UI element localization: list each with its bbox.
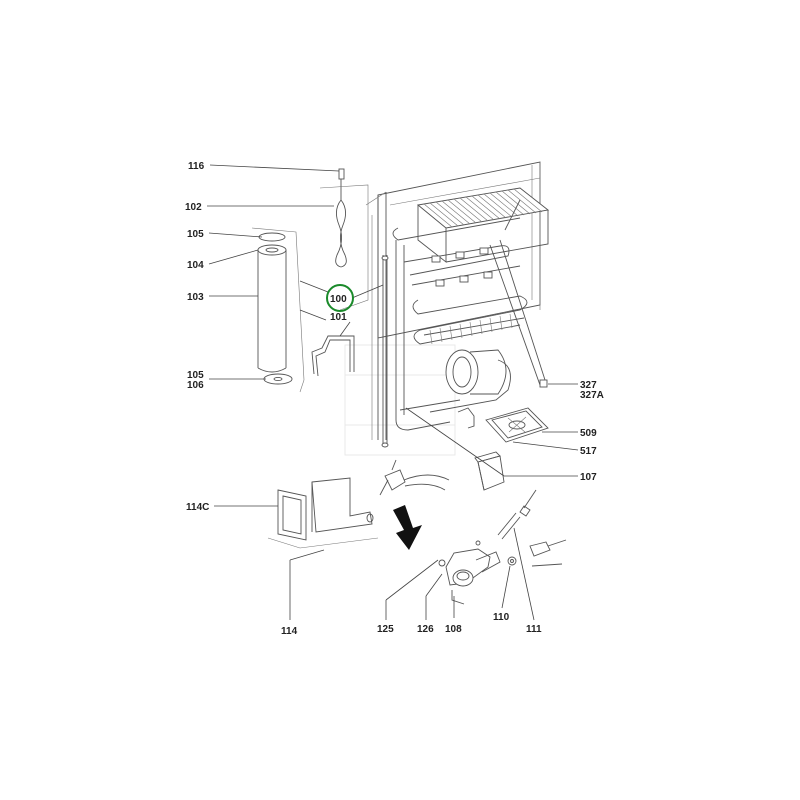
callout-labels: 116 102 105 104 103 100 101 105 106 327 …	[185, 161, 604, 637]
label-116: 116	[188, 161, 205, 172]
leader-lines	[207, 164, 579, 621]
label-107: 107	[580, 472, 597, 483]
label-327: 327	[580, 380, 597, 391]
condenser-fins	[416, 187, 550, 263]
heat-shield-114c	[267, 477, 379, 549]
watermark	[344, 344, 456, 456]
label-108: 108	[445, 624, 462, 635]
label-509: 509	[580, 428, 597, 439]
label-102: 102	[185, 202, 202, 213]
flue-cylinder	[251, 227, 305, 393]
cooling-unit-frame	[365, 161, 541, 440]
flue-pipe-101	[311, 335, 355, 377]
label-106: 106	[187, 380, 204, 391]
label-125: 125	[377, 624, 394, 635]
label-126: 126	[417, 624, 434, 635]
label-100: 100	[330, 294, 347, 305]
label-327a: 327A	[580, 390, 604, 401]
clip-327	[539, 379, 548, 388]
drip-tray	[485, 407, 549, 443]
tube-100	[381, 255, 389, 448]
label-105-top: 105	[187, 229, 204, 240]
label-110: 110	[493, 612, 510, 623]
label-114: 114	[281, 626, 298, 637]
absorber-coils	[392, 199, 546, 431]
label-517: 517	[580, 446, 597, 457]
burner-lower	[438, 489, 567, 605]
bracket	[457, 407, 475, 429]
label-105-bottom: 105	[187, 370, 204, 381]
burner-upper	[379, 459, 450, 496]
label-111: 111	[526, 624, 542, 635]
cover-107	[474, 451, 505, 491]
label-103: 103	[187, 292, 204, 303]
highlight-circle-100	[326, 284, 354, 312]
boiler-drum	[399, 349, 511, 413]
label-104: 104	[187, 260, 204, 271]
label-101: 101	[330, 312, 347, 323]
label-114c: 114C	[186, 502, 209, 513]
direction-arrow	[393, 505, 422, 550]
thermocouple-102	[319, 168, 369, 311]
